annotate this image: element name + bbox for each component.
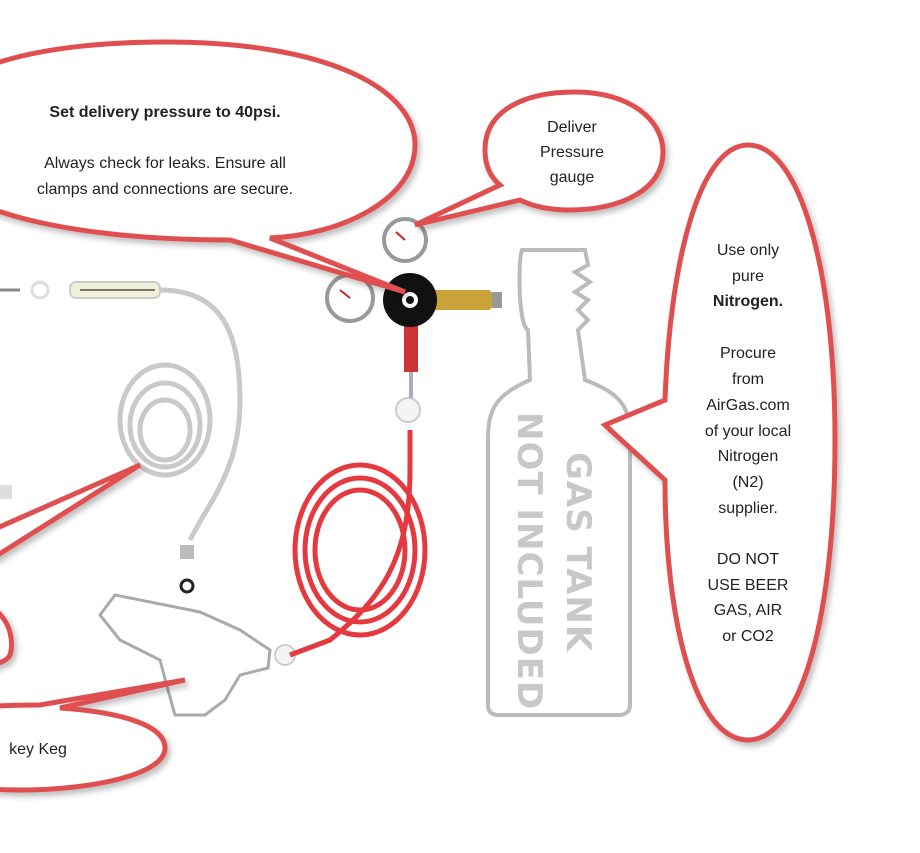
pressure-callout-title: Set delivery pressure to 40psi.: [49, 104, 280, 121]
keg-coupler: [98, 593, 272, 717]
pressure-callout-line2: clamps and connections are secure.: [37, 181, 293, 198]
nitrogen-line12: USE BEER: [708, 577, 789, 594]
gauge-callout-bubble: [413, 89, 666, 228]
keg-callout-bubble: [0, 677, 186, 793]
gauge-callout-line1: Deliver: [547, 119, 597, 136]
nitrogen-line6: AirGas.com: [706, 397, 790, 414]
nitrogen-callout: Use only pure Nitrogen. Procure from Air…: [705, 242, 791, 645]
pressure-callout-bubble: [0, 39, 418, 295]
nitrogen-line7: of your local: [705, 423, 791, 440]
nitrogen-line13: GAS, AIR: [714, 602, 782, 619]
nitrogen-line14: or CO2: [722, 628, 774, 645]
gas-tank: GAS TANK NOT INCLUDED: [486, 248, 632, 717]
gauge-callout-line3: gauge: [550, 169, 595, 186]
nitrogen-line4: Procure: [720, 345, 776, 362]
delivery-pressure-gauge: [382, 217, 428, 263]
nitrogen-line2: pure: [732, 268, 764, 285]
pressure-callout: Set delivery pressure to 40psi. Always c…: [37, 104, 293, 198]
pressure-callout-line1: Always check for leaks. Ensure all: [44, 155, 286, 172]
regulator: [325, 217, 502, 398]
nitrogen-line9: (N2): [732, 474, 763, 491]
gauge-callout: Deliver Pressure gauge: [540, 119, 604, 186]
nitrogen-line10: supplier.: [718, 500, 778, 517]
nitrogen-line1: Use only: [717, 242, 779, 259]
nitrogen-line8: Nitrogen: [718, 448, 778, 465]
gauge-callout-line2: Pressure: [540, 144, 604, 161]
tank-label-line2: NOT INCLUDED: [509, 412, 549, 710]
tank-pressure-gauge: [325, 273, 375, 323]
red-gas-hose: [289, 430, 428, 658]
nitrogen-line3: Nitrogen.: [713, 293, 783, 310]
tank-label-line1: GAS TANK: [558, 452, 598, 653]
fitting-parts: [0, 485, 195, 594]
nitrogen-line11: DO NOT: [717, 551, 779, 568]
nitrogen-line5: from: [732, 371, 764, 388]
left-callout-partial: [0, 611, 15, 665]
beer-line-coil: [0, 280, 243, 542]
nitrogen-callout-bubble: [600, 142, 838, 743]
keg-callout-label: key Keg: [9, 741, 67, 758]
left-callout-tail: [0, 462, 142, 557]
